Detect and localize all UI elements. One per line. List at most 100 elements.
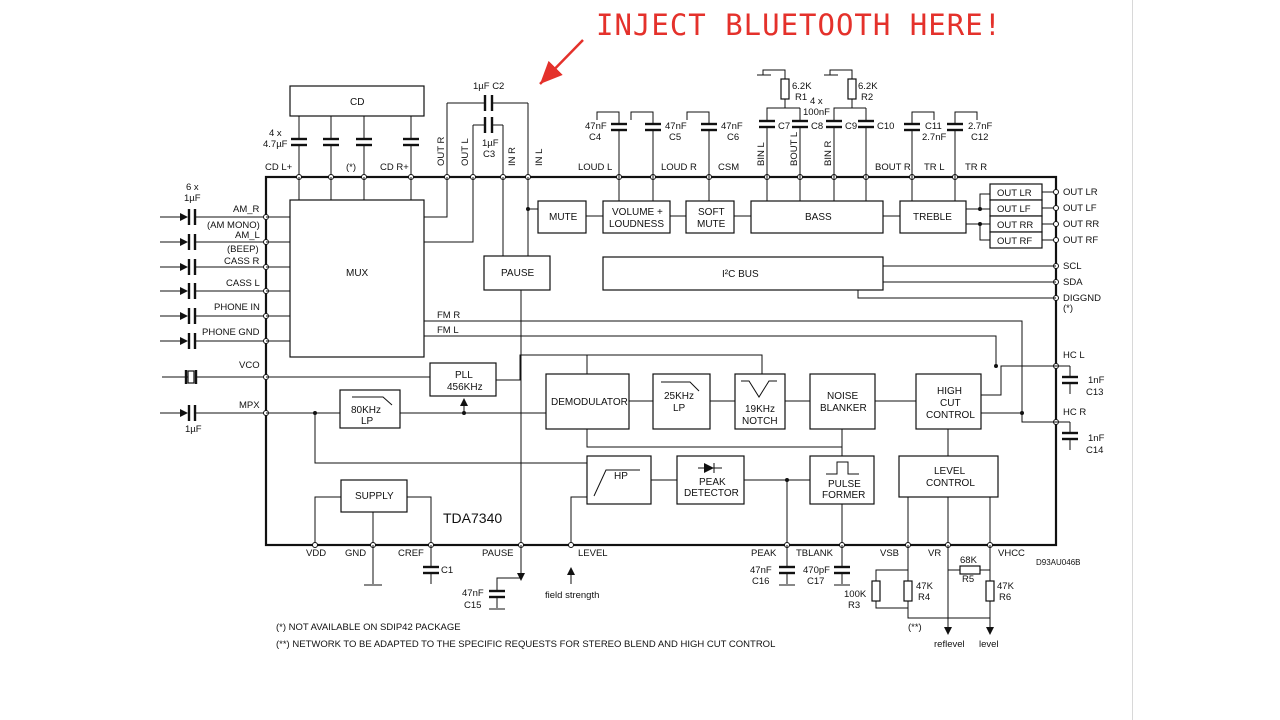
noise-label: NOISE bbox=[827, 391, 858, 402]
volume-label: VOLUME + bbox=[612, 207, 663, 218]
pin-loud-l: LOUD L bbox=[578, 162, 612, 173]
pin-out-l: OUT L bbox=[460, 138, 471, 166]
c17-value: 470pF bbox=[803, 565, 830, 576]
fm-r-label: FM R bbox=[437, 310, 460, 321]
pin-hc-r: HC R bbox=[1063, 407, 1086, 418]
pin-peak: PEAK bbox=[751, 548, 777, 559]
c3-label: C3 bbox=[483, 149, 495, 160]
hp-label: HP bbox=[614, 471, 628, 482]
control-label: CONTROL bbox=[926, 410, 975, 421]
c5-value: 47nF bbox=[665, 121, 687, 132]
bass-block bbox=[750, 200, 884, 234]
chip-outline bbox=[264, 175, 1058, 547]
r4-value: 47K bbox=[916, 581, 934, 592]
right-edge-nodes bbox=[1053, 189, 1059, 425]
pin-loud-r: LOUD R bbox=[661, 162, 697, 173]
lp25-label: LP bbox=[673, 403, 686, 414]
level-control-label: CONTROL bbox=[926, 478, 975, 489]
c12-label: C12 bbox=[971, 132, 988, 143]
notch-freq: 19KHz bbox=[745, 404, 775, 415]
notch-curve bbox=[741, 380, 777, 398]
cd-caps-count: 4 x bbox=[269, 128, 282, 139]
c16-value: 47nF bbox=[750, 565, 772, 576]
lp25-curve bbox=[661, 381, 700, 392]
diode-icon bbox=[698, 463, 722, 473]
field-strength-label: field strength bbox=[545, 590, 599, 601]
left-input-caps bbox=[160, 209, 266, 421]
pll-freq-label: 456KHz bbox=[447, 382, 483, 393]
high-label: HIGH bbox=[937, 386, 962, 397]
lp80-label: LP bbox=[361, 416, 374, 427]
treble-label: TREBLE bbox=[913, 212, 952, 223]
annotation-arrow bbox=[539, 39, 584, 85]
lp25-block bbox=[652, 373, 711, 430]
lp80-curve bbox=[352, 396, 393, 406]
treble-block bbox=[899, 200, 967, 234]
loudness-caps bbox=[596, 111, 717, 177]
pin-tr-r: TR R bbox=[965, 162, 987, 173]
right-edge-divider bbox=[1132, 0, 1133, 720]
bottom-external-components bbox=[364, 545, 995, 635]
buf-out-lr: OUT LR bbox=[997, 188, 1032, 199]
r6-label: R6 bbox=[999, 592, 1011, 603]
notch-label: NOTCH bbox=[742, 416, 778, 427]
pin-pause: PAUSE bbox=[482, 548, 514, 559]
c14-value: 1nF bbox=[1088, 433, 1105, 444]
bass-network bbox=[757, 69, 874, 177]
demodulator-label: DEMODULATOR bbox=[551, 397, 628, 408]
pin-level: LEVEL bbox=[578, 548, 608, 559]
c3-value: 1µF bbox=[482, 138, 499, 149]
pin-hc-l: HC L bbox=[1063, 350, 1085, 361]
note-2: (**) NETWORK TO BE ADAPTED TO THE SPECIF… bbox=[276, 639, 775, 650]
chip-name: TDA7340 bbox=[443, 510, 502, 526]
pin-in-l: IN L bbox=[534, 149, 545, 166]
network-star: (**) bbox=[908, 622, 922, 633]
noise-blanker-block bbox=[809, 373, 876, 430]
r1-value: 6.2K bbox=[792, 81, 812, 92]
soft-mute-block bbox=[685, 200, 735, 234]
c1-label: C1 bbox=[441, 565, 453, 576]
mux-block bbox=[289, 199, 425, 358]
pin-cass-r: CASS R bbox=[224, 256, 260, 267]
pin-am-mono: (AM MONO) bbox=[207, 220, 260, 231]
c11-label: C11 bbox=[925, 121, 942, 132]
pin-bout-r: BOUT R bbox=[875, 162, 911, 173]
pin-vr: VR bbox=[928, 548, 941, 559]
hp-block bbox=[586, 455, 652, 505]
cd-coupling-caps bbox=[291, 116, 419, 177]
r1-label: R1 bbox=[795, 92, 807, 103]
c8-label: C8 bbox=[811, 121, 823, 132]
peak-label: PEAK bbox=[699, 477, 726, 488]
r2-value: 6.2K bbox=[858, 81, 878, 92]
c14-label: C14 bbox=[1086, 445, 1103, 456]
r6-value: 47K bbox=[997, 581, 1015, 592]
r4-label: R4 bbox=[918, 592, 930, 603]
cd-label: CD bbox=[350, 97, 364, 108]
pin-phone-in: PHONE IN bbox=[214, 302, 260, 313]
pin-mpx: MPX bbox=[239, 400, 260, 411]
i2c-wiring bbox=[857, 265, 1056, 299]
c15-value: 47nF bbox=[462, 588, 484, 599]
pll-label: PLL bbox=[455, 370, 473, 381]
r2-label: R2 bbox=[861, 92, 873, 103]
loudness-label: LOUDNESS bbox=[609, 219, 664, 230]
mux-wiring bbox=[266, 177, 1023, 413]
pause-block bbox=[483, 255, 551, 291]
pin-out-lf: OUT LF bbox=[1063, 203, 1097, 214]
c13-label: C13 bbox=[1086, 387, 1103, 398]
audio-chain-wiring bbox=[586, 177, 990, 241]
pin-out-rf: OUT RF bbox=[1063, 235, 1098, 246]
pin-bin-r: BIN R bbox=[823, 141, 834, 166]
supply-wiring bbox=[314, 496, 432, 545]
soft-label: SOFT bbox=[698, 207, 725, 218]
pulse-label: PULSE bbox=[828, 479, 861, 490]
pin-star: (*) bbox=[346, 162, 356, 173]
hp-curve bbox=[593, 469, 640, 497]
pin-tr-l: TR L bbox=[924, 162, 945, 173]
c4-label: C4 bbox=[589, 132, 601, 143]
pin-out-r: OUT R bbox=[436, 136, 447, 166]
buf-out-rf: OUT RF bbox=[997, 236, 1032, 247]
pin-cass-l: CASS L bbox=[226, 278, 260, 289]
mute-block bbox=[537, 200, 587, 234]
